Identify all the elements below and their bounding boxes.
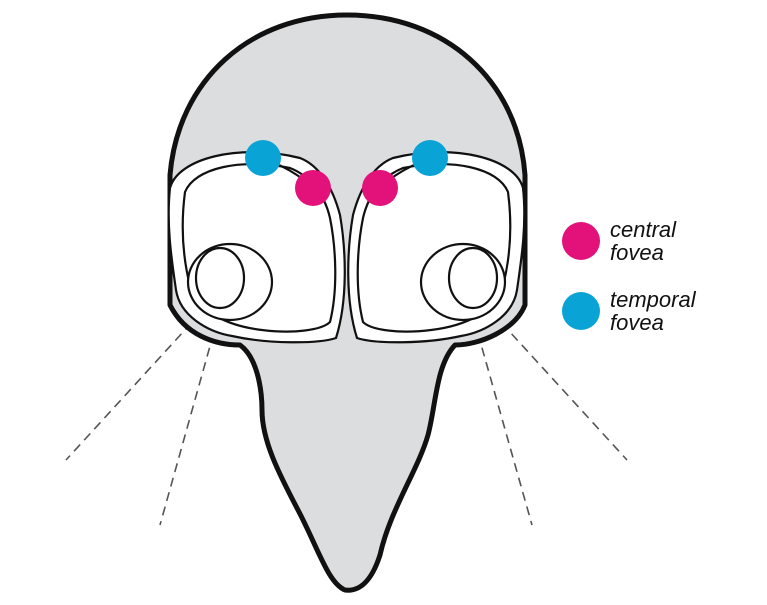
- left-central-fovea-dot: [295, 170, 331, 206]
- right-eye-inner: [356, 163, 512, 333]
- legend-temporal-line1: temporal: [610, 287, 696, 312]
- legend-temporal-line2: fovea: [610, 310, 664, 335]
- legend-item-central-fovea: central fovea: [562, 218, 762, 264]
- right-central-fovea-dot: [362, 170, 398, 206]
- magenta-dot-icon: [562, 222, 600, 260]
- right-lens-inner: [447, 246, 499, 310]
- cyan-dot-icon: [562, 292, 600, 330]
- legend-item-temporal-fovea: temporal fovea: [562, 288, 762, 334]
- legend-central-line2: fovea: [610, 240, 664, 265]
- right-temporal-fovea-dot: [412, 140, 448, 176]
- legend: central fovea temporal fovea: [562, 218, 762, 358]
- left-eye-inner: [181, 163, 337, 333]
- legend-label-central: central fovea: [610, 218, 676, 264]
- left-temporal-fovea-dot: [245, 140, 281, 176]
- left-lens-inner: [194, 246, 246, 310]
- legend-central-line1: central: [610, 217, 677, 242]
- legend-label-temporal: temporal fovea: [610, 288, 696, 334]
